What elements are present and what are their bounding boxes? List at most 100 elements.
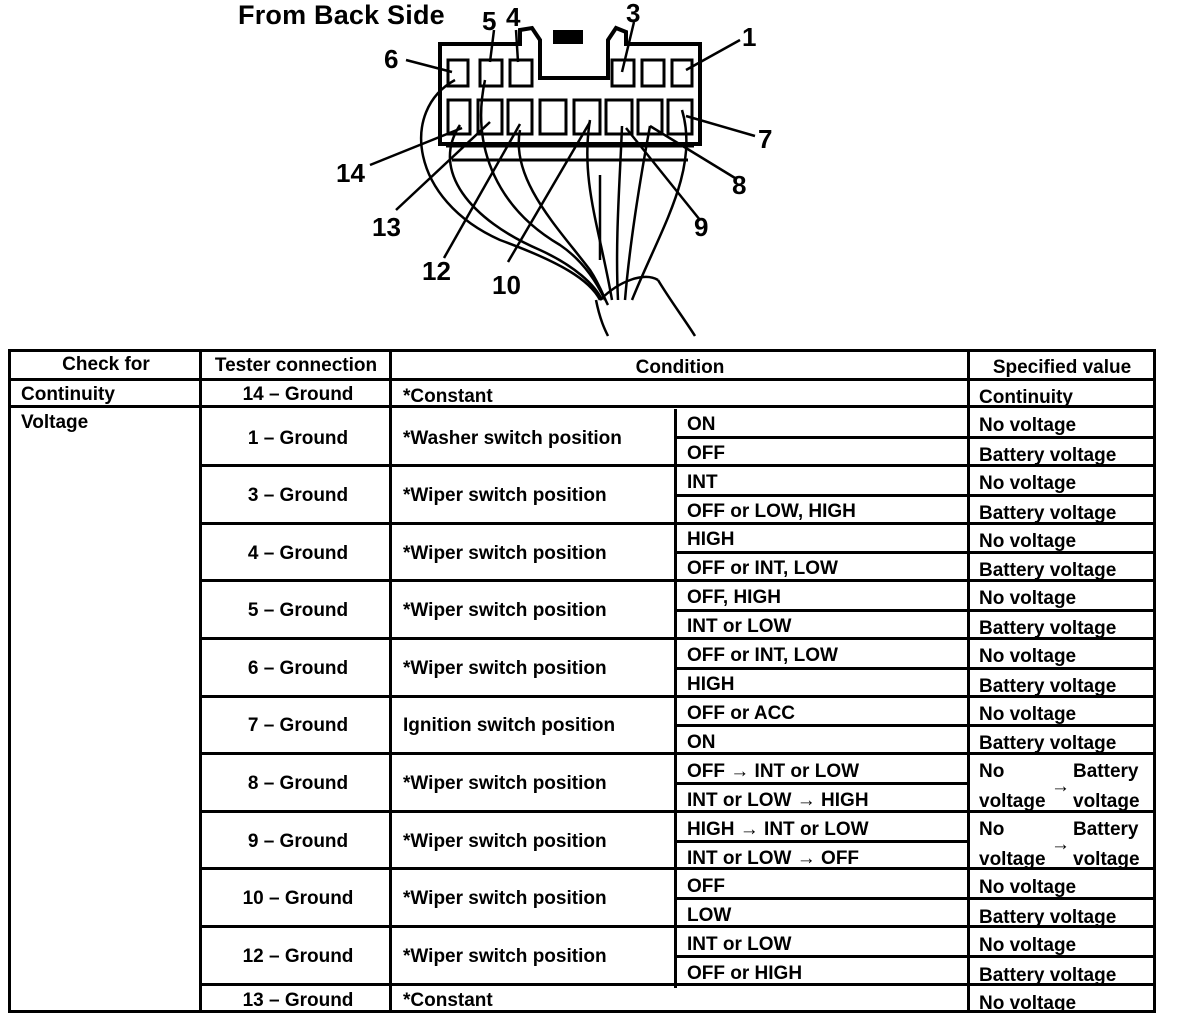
transition-arrow: →	[1051, 834, 1070, 855]
group-divider	[199, 637, 1153, 640]
group-value: Battery voltage	[979, 907, 1117, 928]
group-connection: 12 – Ground	[242, 946, 354, 967]
group-position: INT or LOW → HIGH	[687, 790, 869, 811]
group-divider	[199, 464, 1153, 467]
group-divider	[199, 695, 1153, 698]
transition-to-top: Battery	[1073, 819, 1139, 840]
group-connection: 4 – Ground	[247, 543, 349, 564]
connector-diagram: From Back Side	[0, 0, 1184, 345]
group-position: OFF	[687, 876, 725, 897]
continuity-value: Continuity	[979, 387, 1073, 408]
col-divider	[199, 352, 202, 1010]
group-condition: Ignition switch position	[403, 715, 616, 736]
transition-from-bottom: voltage	[979, 849, 1046, 870]
group-condition: *Wiper switch position	[403, 543, 607, 564]
row-divider	[11, 405, 1153, 408]
group-condition: *Wiper switch position	[403, 888, 607, 909]
pin-label-5: 5	[482, 6, 497, 36]
subrow-divider	[674, 609, 1153, 612]
group-condition: *Wiper switch position	[403, 600, 607, 621]
subrow-divider	[674, 494, 1153, 497]
pin-label-6: 6	[384, 44, 399, 74]
group-position: OFF, HIGH	[687, 587, 781, 608]
transition-to-bottom: voltage	[1073, 791, 1140, 812]
group-position: HIGH	[687, 674, 735, 695]
group-position: INT or LOW → OFF	[687, 848, 860, 869]
group-position: HIGH → INT or LOW	[687, 819, 869, 840]
transition-from-top: No	[979, 819, 1005, 840]
group-position: INT	[687, 472, 718, 493]
connector-drawing	[369, 21, 756, 337]
pin-label-13: 13	[372, 212, 401, 242]
group-condition: *Wiper switch position	[403, 485, 607, 506]
group-value: Battery voltage	[979, 618, 1117, 639]
group-divider	[199, 983, 1153, 986]
group-position: OFF → INT or LOW	[687, 761, 860, 782]
subrow-divider	[674, 551, 1153, 554]
header-check-for: Check for	[62, 354, 150, 375]
subrow-divider	[674, 840, 967, 843]
last-row-value: No voltage	[979, 993, 1077, 1014]
group-connection: 7 – Ground	[247, 715, 349, 736]
col-divider	[967, 352, 970, 1010]
connector-body	[438, 25, 702, 146]
pin-label-3: 3	[626, 0, 641, 28]
group-divider	[199, 522, 1153, 525]
group-connection: 3 – Ground	[247, 485, 349, 506]
group-value: No voltage	[979, 531, 1077, 552]
group-divider	[199, 752, 1153, 755]
group-condition: *Wiper switch position	[403, 773, 607, 794]
group-position: OFF or INT, LOW	[687, 558, 838, 579]
transition-to-bottom: voltage	[1073, 849, 1140, 870]
group-position: OFF or ACC	[687, 703, 796, 724]
group-value: No voltage	[979, 588, 1077, 609]
group-value: Battery voltage	[979, 503, 1117, 524]
pin-label-10: 10	[492, 270, 521, 300]
subrow-divider	[674, 436, 1153, 439]
group-value: Battery voltage	[979, 560, 1117, 581]
continuity-check-for: Continuity	[21, 384, 115, 405]
col-divider	[389, 352, 392, 1010]
pin-label-8: 8	[732, 170, 747, 200]
group-position: LOW	[687, 905, 732, 926]
pin-label-7: 7	[758, 124, 773, 154]
header-condition: Condition	[635, 357, 725, 378]
transition-from-top: No	[979, 761, 1005, 782]
group-value: No voltage	[979, 935, 1077, 956]
transition-to-top: Battery	[1073, 761, 1139, 782]
diagram-title: From Back Side	[238, 0, 445, 30]
group-condition: *Washer switch position	[403, 428, 622, 449]
group-divider	[199, 579, 1153, 582]
group-value: No voltage	[979, 415, 1077, 436]
group-position: HIGH	[687, 529, 735, 550]
continuity-connection: 14 – Ground	[242, 384, 354, 405]
pin-label-12: 12	[422, 256, 451, 286]
group-connection: 8 – Ground	[247, 773, 349, 794]
group-value: Battery voltage	[979, 445, 1117, 466]
group-position: OFF or INT, LOW	[687, 645, 838, 666]
connector-lip	[446, 144, 694, 162]
group-value: Battery voltage	[979, 965, 1117, 986]
wire-bundle	[420, 78, 697, 337]
subrow-divider	[674, 897, 1153, 900]
upper-cavities	[446, 58, 694, 88]
connector-latch	[553, 30, 583, 44]
pin-label-9: 9	[694, 212, 709, 242]
group-position: INT or LOW	[687, 934, 792, 955]
subrow-divider	[674, 955, 1153, 958]
subrow-divider	[674, 667, 1153, 670]
group-position: OFF or LOW, HIGH	[687, 501, 856, 522]
group-position: INT or LOW	[687, 616, 792, 637]
group-divider	[199, 867, 1153, 870]
group-connection: 1 – Ground	[247, 428, 349, 449]
subrow-divider	[674, 724, 1153, 727]
leader-lines	[369, 21, 756, 263]
group-value: Battery voltage	[979, 733, 1117, 754]
pin-label-14: 14	[336, 158, 365, 188]
group-connection: 9 – Ground	[247, 831, 349, 852]
transition-arrow: →	[1051, 776, 1070, 797]
group-position: OFF or HIGH	[687, 963, 803, 984]
group-value: No voltage	[979, 473, 1077, 494]
header-specified-value: Specified value	[992, 357, 1132, 378]
specification-table: Check for Tester connection Condition Sp…	[8, 349, 1156, 1014]
